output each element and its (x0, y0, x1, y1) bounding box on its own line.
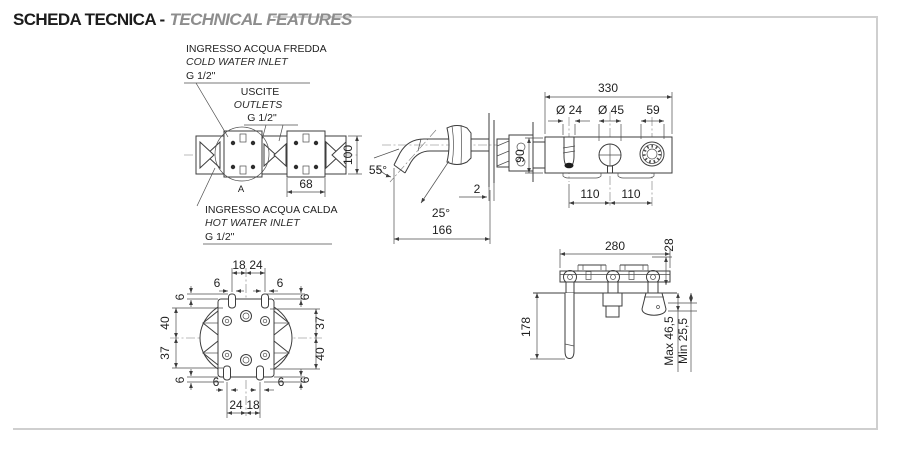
dim-28: 28 (662, 238, 676, 252)
dim-six-sides: 6 6 6 6 (173, 286, 312, 390)
outlets-callout: USCITE OUTLETS G 1/2" (234, 86, 298, 142)
spout-tube (393, 138, 489, 174)
dim-330: 330 (598, 81, 618, 95)
dim-rear-height: 100 (341, 135, 362, 175)
dim-spout-length: 166 (393, 168, 491, 244)
outlets-thread: G 1/2" (247, 112, 277, 124)
dim-37-right: 37 (313, 316, 327, 330)
cold-thread: G 1/2" (186, 70, 216, 82)
dim-rear-spacing: 68 (286, 177, 326, 197)
dim-spout-diameter: Ø 24 (548, 103, 590, 135)
dim-6-rot-bl: 6 (173, 376, 187, 383)
title-italian: SCHEDA TECNICA - (13, 10, 165, 29)
page-title: SCHEDA TECNICA - TECHNICAL FEATURES (13, 10, 354, 29)
right-valve-block (286, 130, 326, 178)
hot-water-callout: INGRESSO ACQUA CALDA HOT WATER INLET G 1… (196, 167, 337, 245)
cold-label-it: INGRESSO ACQUA FREDDA (186, 43, 327, 55)
valve-necks (565, 281, 659, 294)
svg-text:SCHEDA TECNICA -TECHNICAL FEAT: SCHEDA TECNICA - TECHNICAL FEATURES (13, 10, 353, 29)
mounting-slots (223, 293, 269, 381)
cold-label-en: COLD WATER INLET (186, 56, 289, 68)
dim-max-min: Max 46,5 Min 25,5 (662, 293, 697, 372)
detail-circle (214, 126, 270, 182)
hot-label-en: HOT WATER INLET (205, 217, 301, 229)
dim-d45: Ø 45 (598, 103, 624, 117)
dim-18-top: 18 (232, 258, 246, 272)
outlets-label-en: OUTLETS (234, 99, 282, 111)
dim-18-bottom: 18 (246, 398, 260, 412)
plate-side-step (532, 141, 545, 169)
rear-view: A 100 68 INGRESSO ACQUA FREDDA COLD WATE… (184, 43, 362, 245)
dim-166: 166 (432, 223, 452, 237)
cold-water-callout: INGRESSO ACQUA FREDDA COLD WATER INLET G… (184, 43, 327, 138)
dim-detail-top: 18 24 (231, 258, 266, 292)
dim-pitch: 110 110 (568, 184, 652, 208)
dim-spout-drop: 178 (519, 293, 565, 360)
dim-100: 100 (341, 145, 355, 165)
front-spout (562, 137, 576, 169)
dim-68: 68 (299, 177, 313, 191)
dim-max: Max 46,5 (662, 316, 676, 366)
dim-178: 178 (519, 317, 533, 337)
screws (222, 310, 270, 366)
left-valve-block (223, 130, 263, 178)
cartridge-body (602, 292, 623, 318)
spout-rosette (446, 124, 472, 166)
mounting-bracket-plate (217, 298, 275, 378)
dim-6-rot-tl: 6 (173, 293, 187, 300)
hot-label-it: INGRESSO ACQUA CALDA (205, 204, 337, 216)
dim-24-top: 24 (249, 258, 263, 272)
dim-detail-right: 37 40 (270, 308, 327, 370)
dim-front-height: 90 (513, 137, 543, 174)
spout-side-view: 55° 25° 2 166 (369, 113, 543, 244)
dim-handle-diameter: 59 (640, 103, 665, 139)
dim-40-right: 40 (313, 347, 327, 361)
dim-min: Min 25,5 (676, 318, 690, 364)
dim-six-top: 6 6 (214, 276, 284, 293)
dim-37-left: 37 (158, 346, 172, 360)
front-handle (639, 141, 665, 167)
valve-sections (199, 140, 347, 170)
installation-side-view: 280 28 178 Max 46,5 Min 25,5 (519, 238, 697, 372)
dim-tip-angle: 55° (369, 148, 400, 178)
page-frame (13, 16, 878, 430)
dim-6-tl: 6 (214, 276, 221, 290)
dim-110-left: 110 (580, 187, 599, 201)
dim-24-bottom: 24 (229, 398, 243, 412)
title-english: TECHNICAL FEATURES (170, 10, 353, 29)
handle-skirt (641, 292, 667, 316)
dim-59: 59 (646, 103, 660, 117)
spout-drop-tube (564, 293, 575, 360)
hot-thread: G 1/2" (205, 231, 235, 243)
dim-25: 25° (432, 206, 450, 220)
front-view: 330 Ø 24 Ø 45 59 90 (513, 81, 673, 208)
outlets-label-it: USCITE (241, 86, 280, 98)
dim-6-tr: 6 (277, 276, 284, 290)
dim-110-right: 110 (621, 187, 640, 201)
dim-detail-left: 40 37 (158, 307, 223, 369)
valve-cross-sections (202, 309, 290, 367)
dim-55: 55° (369, 163, 387, 177)
mounting-bar (559, 264, 671, 284)
dim-6-rot-br: 6 (298, 376, 312, 383)
dim-90: 90 (513, 149, 527, 163)
dim-plate-thickness: 2 (459, 182, 495, 201)
detail-view-a: 18 24 24 18 6 6 6 6 (158, 258, 327, 418)
front-knob (598, 143, 622, 174)
dim-280: 280 (605, 239, 625, 253)
dim-40-left: 40 (158, 316, 172, 330)
dim-front-width: 330 (544, 81, 673, 134)
dim-detail-bottom: 24 18 (226, 382, 261, 418)
dim-knob-diameter: Ø 45 (598, 103, 624, 141)
dim-bar-depth: 28 (652, 238, 676, 285)
dim-d24: Ø 24 (556, 103, 582, 117)
detail-a-label: A (238, 184, 245, 195)
dim-2: 2 (474, 182, 481, 196)
dim-spout-angle: 25° (420, 160, 450, 220)
dim-6-rot-tr: 6 (298, 293, 312, 300)
dim-install-width: 280 (559, 239, 671, 268)
